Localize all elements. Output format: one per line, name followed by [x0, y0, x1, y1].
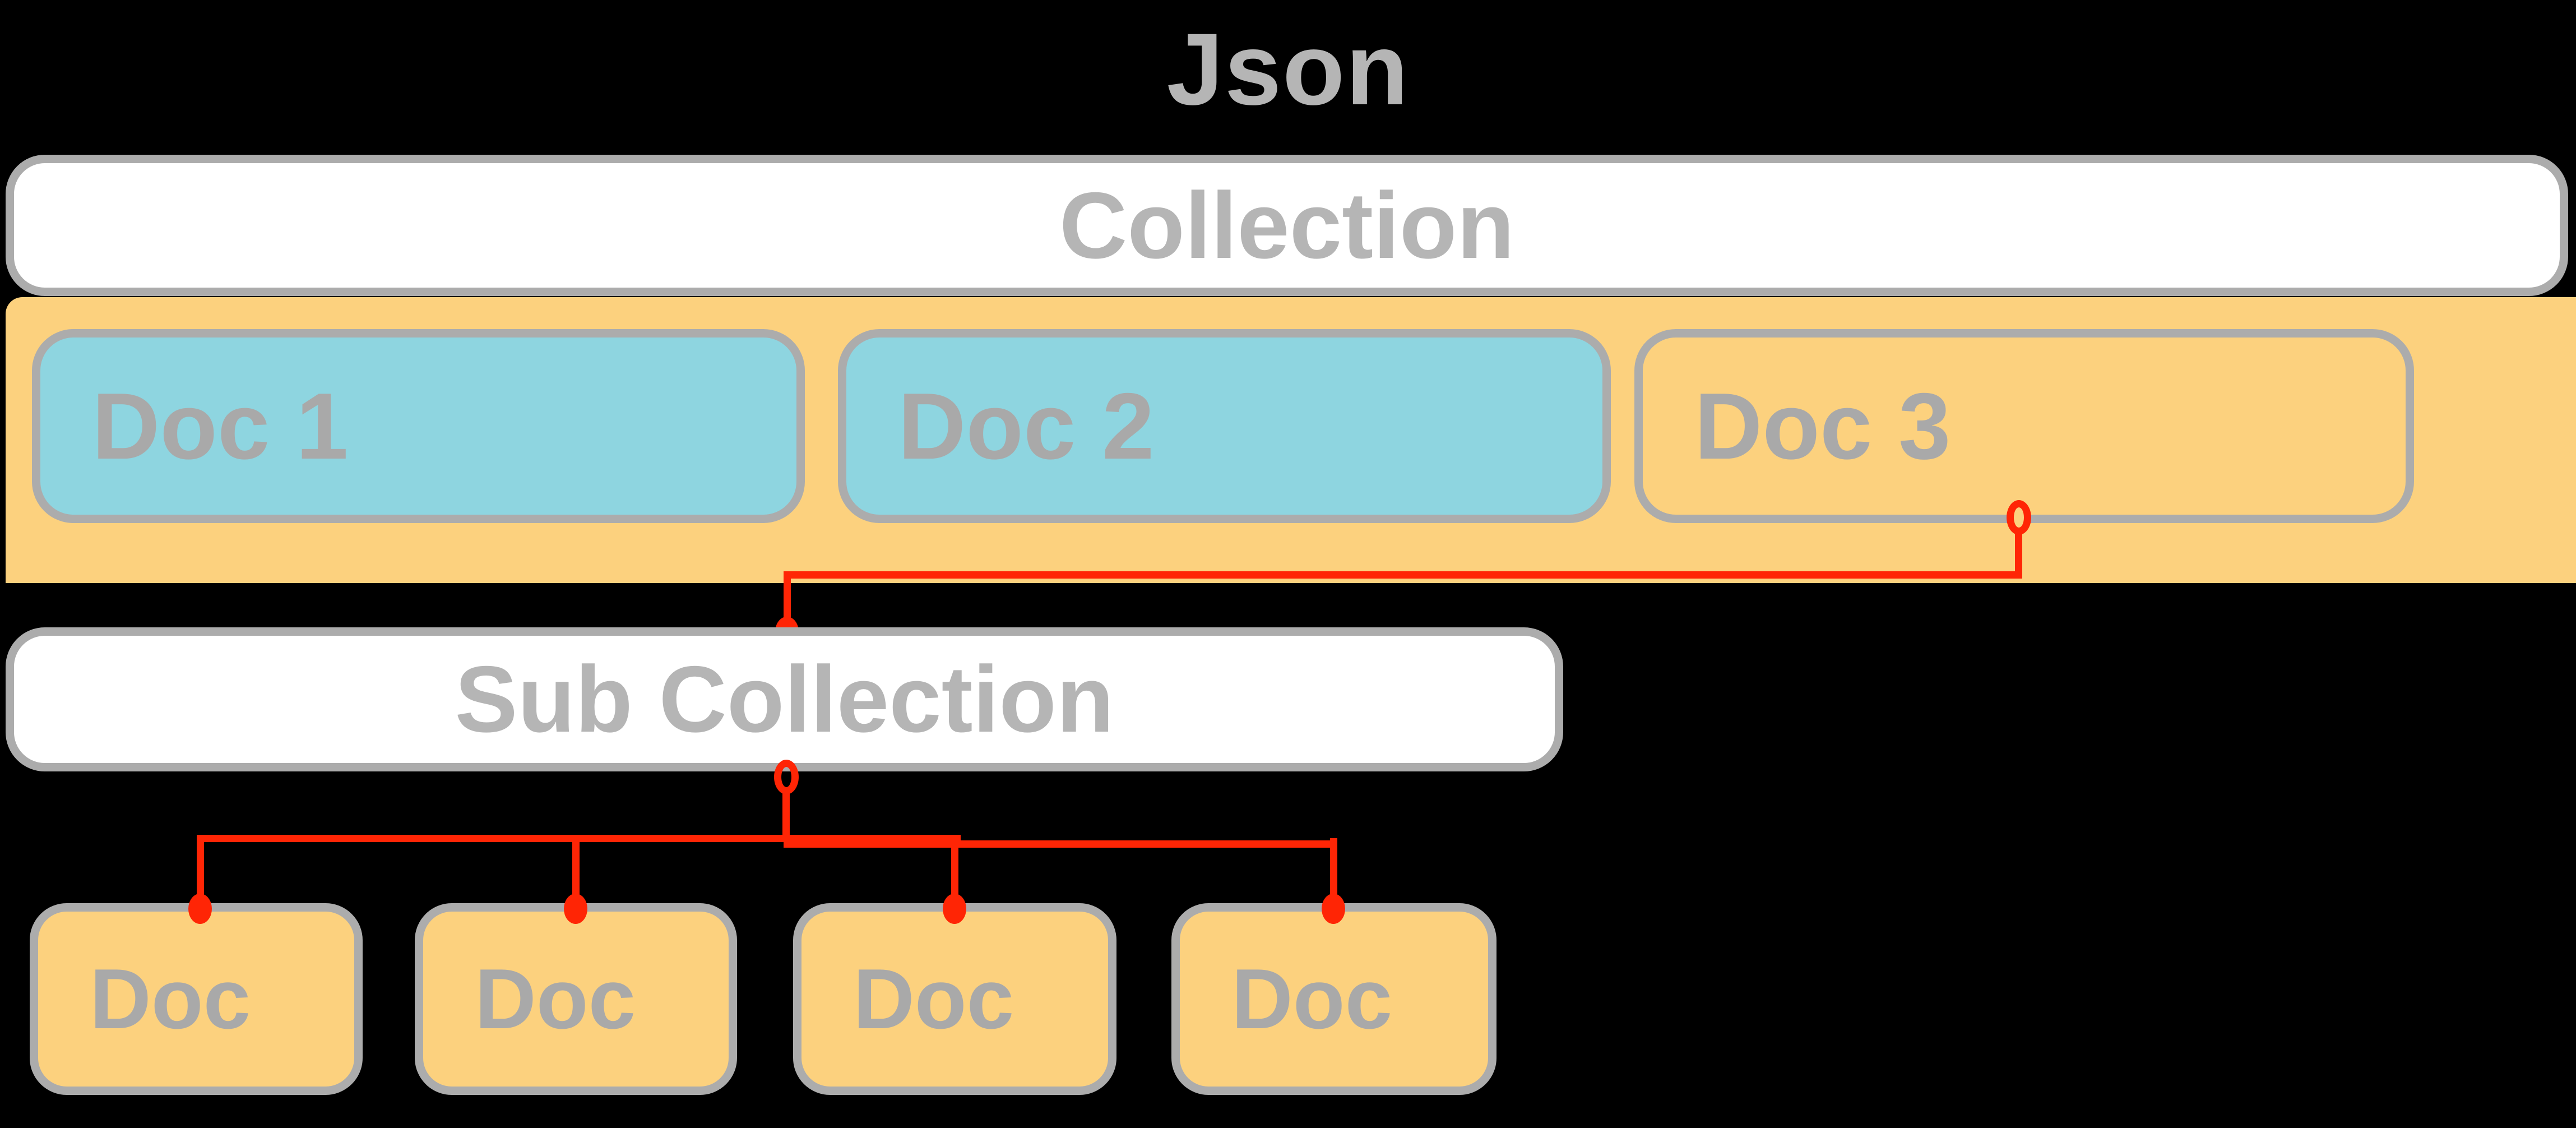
sub-document-box-3: Doc	[793, 903, 1116, 1095]
connector-endpoint-dot-subdoc-3	[943, 894, 966, 924]
connector-drop-line-1	[197, 838, 204, 907]
sub-collection-label: Sub Collection	[455, 646, 1114, 752]
connector-drop-line-3	[951, 838, 958, 907]
connector-endpoint-dot-subdoc-1	[188, 894, 212, 924]
document-box-1: Doc 1	[32, 329, 805, 523]
collection-bar: Collection	[6, 155, 2568, 296]
connector-bus-line-right	[784, 840, 1337, 848]
connector-endpoint-dot-subdoc-2	[564, 894, 587, 924]
sub-document-label: Doc	[90, 951, 251, 1047]
connector-source-ring-subcollection	[774, 760, 799, 794]
connector-source-ring-doc3	[2007, 500, 2031, 535]
page-title: Json	[1166, 12, 1410, 126]
connector-doc3-vertical-line	[2015, 530, 2022, 576]
connector-endpoint-dot-subdoc-4	[1322, 894, 1345, 924]
connector-doc3-horizontal-line	[784, 571, 2022, 579]
collection-label: Collection	[1059, 172, 1515, 278]
connector-subcollection-vertical-line	[782, 792, 790, 840]
connector-drop-line-4	[1330, 838, 1337, 907]
sub-document-label: Doc	[475, 951, 636, 1047]
connector-drop-line-2	[572, 838, 580, 907]
document-box-3: Doc 3	[1634, 329, 2414, 523]
sub-document-box-4: Doc	[1171, 903, 1497, 1095]
document-label: Doc 3	[1694, 373, 1951, 479]
sub-document-box-2: Doc	[415, 903, 737, 1095]
sub-document-label: Doc	[1231, 951, 1393, 1047]
document-box-2: Doc 2	[838, 329, 1611, 523]
sub-document-box-1: Doc	[30, 903, 363, 1095]
document-label: Doc 2	[898, 373, 1155, 479]
sub-document-label: Doc	[853, 951, 1014, 1047]
document-label: Doc 1	[92, 373, 349, 479]
sub-collection-bar: Sub Collection	[6, 627, 1563, 771]
